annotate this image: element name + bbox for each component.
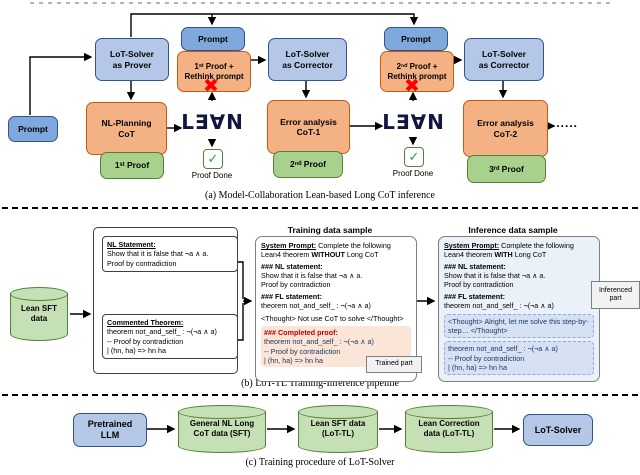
completed-proof-body: theorem not_and_self_ : ¬(¬a ∧ a) -- Pro… xyxy=(264,337,374,365)
proof-3-box: 3ʳᵈ Proof xyxy=(467,155,546,183)
rethink-prompt-box-1: 1ˢᵗ Proof + Rethink prompt xyxy=(177,51,251,92)
prompt-box-initial: Prompt xyxy=(8,116,58,142)
completed-proof-header: ### Completed proof: xyxy=(264,327,338,337)
inference-system-prompt: System Prompt: Complete the following Le… xyxy=(444,241,594,260)
training-sample-title: Training data sample xyxy=(287,225,373,235)
proof-done-label-2: Proof Done xyxy=(392,169,434,178)
system-prompt-text-end: Long CoT xyxy=(344,250,379,260)
nl-planning-cot-box: NL-Planning CoT xyxy=(86,102,167,155)
prompt-box-1: Prompt xyxy=(181,27,245,51)
cylinder-body xyxy=(10,293,68,341)
prompt-box-2: Prompt xyxy=(384,27,448,51)
nl-statement-title: NL Statement: xyxy=(107,240,156,249)
lean-fail-x-icon-2: ✖ xyxy=(404,76,420,97)
system-prompt-text-end: Long CoT xyxy=(512,250,547,260)
source-data-group-box xyxy=(93,227,238,374)
cylinder-top xyxy=(298,405,378,419)
cylinder-top xyxy=(10,287,68,301)
training-fl-body: theorem not_and_self_ : ¬(¬a ∧ a) xyxy=(261,301,371,311)
system-prompt-text: Complete the following Lean4 theorem xyxy=(444,241,574,260)
system-prompt-emphasis: WITHOUT xyxy=(311,250,345,260)
general-nl-cot-data-cylinder: General NL Long CoT data (SFT) xyxy=(178,405,266,453)
section-divider-2 xyxy=(2,394,638,396)
inference-nl-header: ### NL statement: xyxy=(444,261,506,271)
corrector-box-1: LoT-Solver as Corrector xyxy=(268,38,347,81)
system-prompt-label: System Prompt: xyxy=(444,241,500,250)
caption-c: (c) Training procedure of LoT-Solver xyxy=(245,457,395,468)
training-system-prompt: System Prompt: Complete the following Le… xyxy=(261,241,411,260)
proof-done-label-1: Proof Done xyxy=(191,171,233,180)
inferenced-part-tag: Inferenced part xyxy=(591,281,640,309)
inference-sample-title: Inference data sample xyxy=(468,225,558,235)
caption-b: (b) LoT-TL Training-Inference pipeline xyxy=(241,378,399,389)
commented-theorem-body: theorem not_and_self_ : ¬(¬a ∧ a) -- Pro… xyxy=(107,327,217,356)
corrector-box-2: LoT-Solver as Corrector xyxy=(464,38,544,81)
inference-fl-body: theorem not_and_self_ : ¬(¬a ∧ a) xyxy=(444,301,554,311)
inference-sample-box: System Prompt: Complete the following Le… xyxy=(438,236,600,382)
nl-statement-box: NL Statement: Show that it is false that… xyxy=(102,236,238,273)
continuation-dots: ...... xyxy=(552,116,579,130)
error-analysis-cot-2-box: Error analysis CoT-2 xyxy=(463,100,548,157)
proof-2-box: 2ⁿᵈ Proof xyxy=(273,151,343,178)
commented-theorem-title: Commented Theorem: xyxy=(107,318,184,327)
section-divider-1 xyxy=(2,207,638,209)
lean-logo-1: L∃∀N xyxy=(181,110,244,134)
cropped-text-fragment xyxy=(30,2,610,4)
proof-check-icon-2: ✓ xyxy=(404,147,424,167)
rethink-prompt-box-2: 2ⁿᵈ Proof + Rethink prompt xyxy=(380,51,454,92)
training-nl-header: ### NL statement: xyxy=(261,261,323,271)
proof-check-icon-1: ✓ xyxy=(203,149,223,169)
cylinder-label: Lean Correction data (LoT-TL) xyxy=(418,419,480,438)
proof-1-box: 1ˢᵗ Proof xyxy=(100,152,164,179)
lean-fail-x-icon-1: ✖ xyxy=(203,76,219,97)
lean-correction-data-cylinder: Lean Correction data (LoT-TL) xyxy=(405,405,493,453)
lot-solver-box: LoT-Solver xyxy=(523,414,593,446)
cylinder-label: Lean SFT data (LoT-TL) xyxy=(310,419,366,438)
system-prompt-label: System Prompt: xyxy=(261,241,317,250)
cylinder-label: Lean SFT data xyxy=(20,304,57,323)
nl-statement-body: Show that it is false that ¬a ∧ a. Proof… xyxy=(107,249,209,268)
prover-box: LoT-Solver as Prover xyxy=(95,38,169,81)
cylinder-top xyxy=(405,405,493,419)
error-analysis-cot-1-box: Error analysis CoT-1 xyxy=(267,100,350,154)
inference-fl-header: ### FL statement: xyxy=(444,291,505,301)
lean-sft-data-lottl-cylinder: Lean SFT data (LoT-TL) xyxy=(298,405,378,453)
pretrained-llm-box: Pretrained LLM xyxy=(73,413,147,447)
training-nl-body: Show that it is false that ¬a ∧ a. Proof… xyxy=(261,271,363,290)
inference-completed-proof-block: theorem not_and_self_ : ¬(¬a ∧ a) -- Pro… xyxy=(444,341,594,376)
cylinder-label: General NL Long CoT data (SFT) xyxy=(189,419,255,438)
training-sample-box: System Prompt: Complete the following Le… xyxy=(255,236,417,382)
system-prompt-text: Complete the following Lean4 theorem xyxy=(261,241,391,260)
caption-a: (a) Model-Collaboration Lean-based Long … xyxy=(204,190,435,201)
training-fl-header: ### FL statement: xyxy=(261,291,322,301)
lean-logo-2: L∃∀N xyxy=(382,110,445,134)
trained-part-tag: Trained part xyxy=(366,356,422,373)
lean-sft-data-cylinder: Lean SFT data xyxy=(10,287,68,341)
inference-thought-block: <Thought> Alright, let me solve this ste… xyxy=(444,313,594,339)
commented-theorem-box: Commented Theorem: theorem not_and_self_… xyxy=(102,314,238,360)
inference-nl-body: Show that it is false that ¬a ∧ a. Proof… xyxy=(444,271,546,290)
training-thought: <Thought> Not use CoT to solve </Thought… xyxy=(261,313,404,323)
cylinder-top xyxy=(178,405,266,419)
system-prompt-emphasis: WITH xyxy=(494,250,513,260)
